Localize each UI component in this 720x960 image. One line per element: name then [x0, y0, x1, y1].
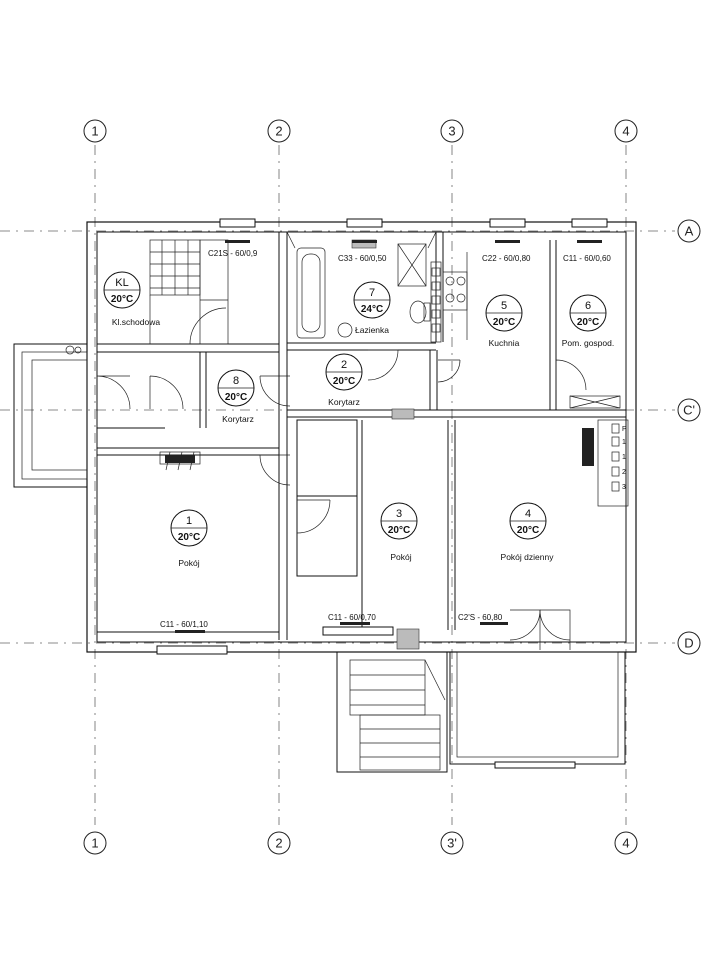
svg-text:1: 1	[91, 836, 98, 851]
staircase	[149, 239, 229, 345]
radiator-label: C22 - 60/0,80	[482, 254, 531, 263]
radiator-label: C33 - 60/0,50	[338, 254, 387, 263]
bathroom-fixtures	[296, 243, 442, 343]
svg-text:4: 4	[622, 124, 629, 139]
svg-text:A: A	[685, 224, 694, 239]
room-1: 1 20°C Pokój	[170, 509, 208, 568]
left-balcony	[13, 343, 88, 488]
room-name: Łazienka	[355, 325, 389, 335]
hatched-elements	[351, 239, 420, 650]
radiator-label: C2'S - 60,80	[458, 613, 503, 622]
kitchen-fixtures	[442, 252, 468, 340]
room-temperature: 20°C	[178, 532, 200, 543]
grid-bubble-right-a: A	[677, 219, 701, 243]
terrace	[449, 651, 626, 769]
radiator-label: C21S - 60/0,9	[208, 249, 258, 258]
room-name: Pokój dzienny	[501, 552, 555, 562]
room-name: Pom. gospod.	[562, 338, 614, 348]
room-temperature: 24°C	[361, 304, 383, 315]
grid-bubble-bottom-2: 2	[267, 831, 291, 855]
room-number: 4	[525, 508, 531, 520]
room-8: 8 20°C Korytarz	[217, 369, 255, 424]
svg-text:2: 2	[275, 836, 282, 851]
room-5: 5 20°C Kuchnia	[485, 294, 523, 348]
room-number: 7	[369, 287, 375, 299]
grid-bubble-bottom-1: 1	[83, 831, 107, 855]
legend-label: 3	[622, 484, 626, 491]
svg-text:D: D	[684, 636, 693, 651]
grid-bubble-top-3: 3	[440, 119, 464, 143]
radiator-labels: C21S - 60/0,9 C33 - 60/0,50 C22 - 60/0,8…	[160, 249, 611, 629]
room-number: 2	[341, 359, 347, 371]
room-temperature: 20°C	[388, 525, 410, 536]
svg-text:3: 3	[448, 124, 455, 139]
interior-walls	[97, 232, 626, 640]
windows	[156, 218, 608, 655]
room-name: Korytarz	[328, 397, 360, 407]
legend-label: 1	[622, 439, 626, 446]
room-temperature: 20°C	[493, 317, 515, 328]
heating-manifold	[159, 451, 201, 471]
svg-text:C': C'	[683, 403, 695, 418]
svg-text:4: 4	[622, 836, 629, 851]
room-temperature: 20°C	[225, 392, 247, 403]
room-temperature: 20°C	[517, 525, 539, 536]
room-name: Pokój	[178, 558, 199, 568]
grid-bubble-top-2: 2	[267, 119, 291, 143]
room-number: 3	[396, 508, 402, 520]
radiator-label: C11 - 60/0,70	[328, 613, 376, 622]
room-kl: KL 20°C Kl.schodowa	[103, 271, 160, 327]
room-temperature: 20°C	[577, 317, 599, 328]
grid-bubble-top-4: 4	[614, 119, 638, 143]
grid-bubble-right-d: D	[677, 631, 701, 655]
room-2: 2 20°C Korytarz	[325, 353, 363, 407]
room-name: Korytarz	[222, 414, 254, 424]
radiator-label: C11 - 60/0,60	[563, 254, 611, 263]
room-3: 3 20°C Pokój	[380, 502, 418, 562]
room-number: 5	[501, 300, 507, 312]
room-temperature: 20°C	[111, 294, 133, 305]
grid-bubble-top-1: 1	[83, 119, 107, 143]
room-7: 7 24°C Łazienka	[353, 281, 391, 335]
grid-bubble-bottom-3p: 3'	[440, 831, 464, 855]
room-name: Pokój	[390, 552, 411, 562]
svg-text:3': 3'	[447, 836, 457, 851]
room-name: Kuchnia	[489, 338, 520, 348]
svg-text:1: 1	[91, 124, 98, 139]
grid-bubble-right-c: C'	[677, 398, 701, 422]
room-number: 1	[186, 515, 192, 527]
room-number: KL	[115, 277, 128, 289]
room-number: 6	[585, 300, 591, 312]
room-temperature: 20°C	[333, 376, 355, 387]
pom-gospod-fixture	[569, 395, 621, 409]
room-4: 4 20°C Pokój dzienny	[501, 502, 555, 562]
legend-label: P	[622, 426, 627, 433]
utility-legend: P 1 1 2 3	[597, 419, 629, 507]
svg-text:2: 2	[275, 124, 282, 139]
radiator-label: C11 - 60/1,10	[160, 620, 208, 629]
legend-label: 1	[622, 454, 626, 461]
room-6: 6 20°C Pom. gospod.	[562, 294, 614, 348]
entrance-stairs	[336, 651, 448, 773]
doors	[96, 231, 587, 650]
legend-label: 2	[622, 469, 626, 476]
room-name: Kl.schodowa	[112, 317, 160, 327]
room-number: 8	[233, 375, 239, 387]
grid-bubble-bottom-4: 4	[614, 831, 638, 855]
